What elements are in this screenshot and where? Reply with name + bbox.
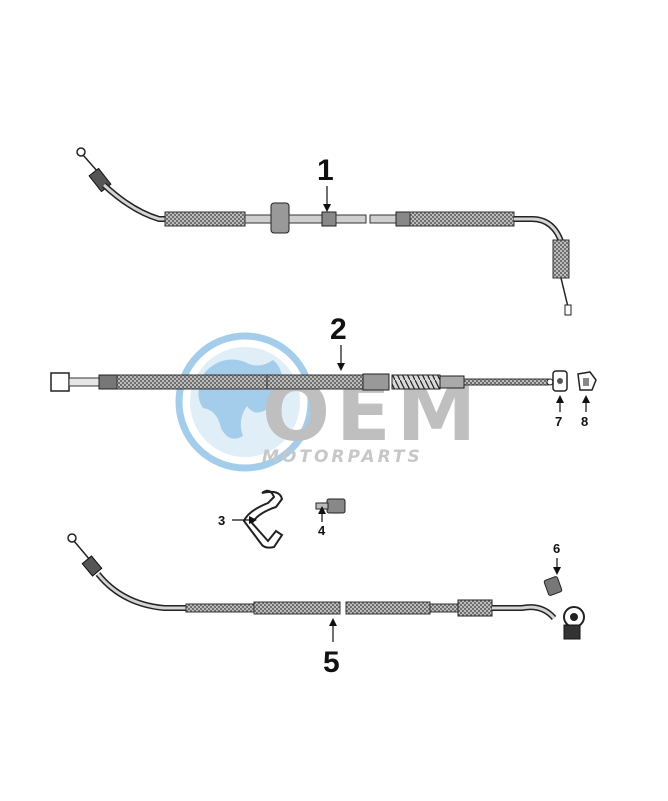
part-3-clip bbox=[242, 489, 284, 549]
callout-1: 1 bbox=[317, 154, 334, 212]
callout-6: 6 bbox=[553, 541, 561, 575]
callout-6-label: 6 bbox=[553, 541, 560, 556]
part-6-bolt bbox=[543, 576, 563, 596]
cable-1-throttle bbox=[76, 147, 572, 316]
callout-1-label: 1 bbox=[317, 154, 334, 187]
callout-5-label: 5 bbox=[323, 646, 340, 679]
callout-8: 8 bbox=[581, 395, 590, 429]
cable-2-spring bbox=[391, 374, 441, 390]
callout-4: 4 bbox=[318, 506, 326, 538]
callout-3: 3 bbox=[218, 513, 257, 528]
cable-5-brake bbox=[67, 533, 585, 640]
callout-5: 5 bbox=[323, 618, 340, 679]
watermark-subtitle: MOTORPARTS bbox=[262, 447, 423, 467]
part-8-pin bbox=[577, 371, 597, 391]
callout-4-label: 4 bbox=[318, 523, 326, 538]
cable-1-grommet bbox=[270, 202, 290, 234]
callout-8-label: 8 bbox=[581, 414, 588, 429]
callout-7: 7 bbox=[555, 395, 564, 429]
callout-3-label: 3 bbox=[218, 513, 225, 528]
cable-1-end-nipple bbox=[76, 147, 86, 157]
cable-2-brake bbox=[50, 372, 554, 392]
watermark: OEM MOTORPARTS bbox=[175, 332, 476, 472]
callout-2: 2 bbox=[330, 313, 347, 371]
cable-2-end-fitting bbox=[50, 372, 70, 392]
part-7-nipple bbox=[552, 370, 568, 392]
callout-2-label: 2 bbox=[330, 313, 347, 346]
callout-7-label: 7 bbox=[555, 414, 562, 429]
